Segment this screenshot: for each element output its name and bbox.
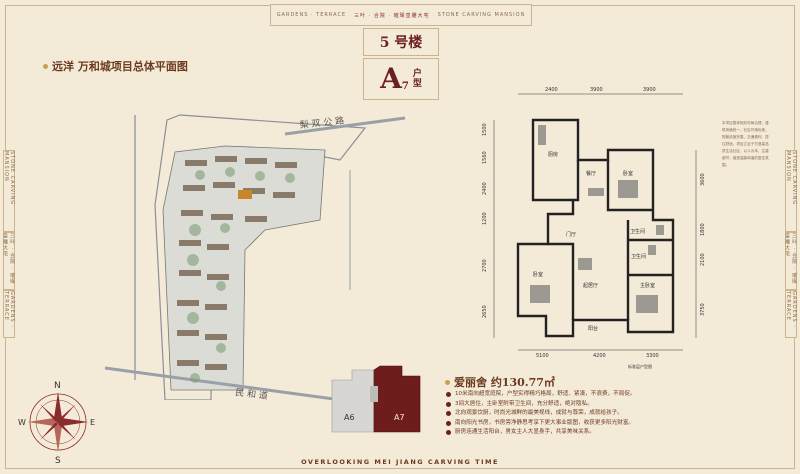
dim-left-4: 1200 <box>482 212 488 225</box>
side-tag-left-bottom: GARDENS · TERRACE <box>3 290 15 338</box>
room-balcony: 阳台 <box>588 325 598 332</box>
room-foyer: 门厅 <box>566 231 576 238</box>
dim-left-3: 2400 <box>482 182 488 195</box>
dim-right-1: 3600 <box>700 173 706 186</box>
unit-area-title-text: 爱丽舍 约130.77㎡ <box>454 376 555 389</box>
side-tag-right-top: STONE CARVING MANSION <box>785 150 797 232</box>
footer-caption: OVERLOOKING MEI JIANG CARVING TIME <box>0 458 800 466</box>
room-kitchen: 厨房 <box>548 151 558 158</box>
room-living: 起居厅 <box>583 283 598 289</box>
bullet-icon <box>445 379 450 385</box>
room-bathroom-2: 卫生间 <box>631 253 646 260</box>
key-plan-right-unit: A7 <box>394 413 405 422</box>
dim-left-2: 1560 <box>482 151 488 164</box>
dim-left-1: 1500 <box>482 123 488 136</box>
banner-left: GARDENS · TERRACE <box>276 12 347 18</box>
feature-list: 10米南向超宽庭院，户型实得精巧格局，舒适、紧凑，不浪费，不局促。 3间大居住，… <box>446 390 636 438</box>
dim-right-3: 2100 <box>700 253 706 266</box>
dim-bottom-1: 5100 <box>536 353 549 359</box>
key-plan: A6 A7 <box>331 365 421 433</box>
road-north-label: 梨 双 公 路 <box>299 114 345 131</box>
dim-bottom-2: 4200 <box>593 353 606 359</box>
compass-w-label: W <box>18 418 26 427</box>
room-bathroom-1: 卫生间 <box>630 228 645 235</box>
dim-right-4: 3750 <box>700 303 706 316</box>
footer-caption-text: OVERLOOKING MEI JIANG CARVING TIME <box>295 458 505 466</box>
unit-area-title: 爱丽舍 约130.77㎡ <box>445 374 555 390</box>
side-tag-left-top: STONE CARVING MANSION <box>3 150 15 232</box>
top-banner: GARDENS · TERRACE 三叶 · 合院 · 璀璨皇雕大宅 STONE… <box>270 4 532 26</box>
banner-center: 三叶 · 合院 · 璀璨皇雕大宅 <box>354 12 430 19</box>
key-plan-left-unit: A6 <box>344 413 355 422</box>
banner-right: STONE CARVING MANSION <box>437 12 526 18</box>
dim-top-1: 2400 <box>545 87 558 93</box>
master-plan-title: 远洋 万和城项目总体平面图 <box>43 58 188 74</box>
floor-plan-note: 标准层户型图 <box>628 363 652 369</box>
list-item: 南向阳光书房，书房旁净静思考享下更大事业版图，收获更多阳光财富。 <box>446 419 636 429</box>
dim-bottom-3: 3300 <box>646 353 659 359</box>
apartment-code: A <box>380 62 402 95</box>
site-plan: 梨 双 公 路 民 和 道 <box>104 114 406 400</box>
list-item: 北向观景饮厨，时尚光城鲜的最美视线，成就与尊荣，成就给孩子。 <box>446 409 636 419</box>
master-plan-title-text: 远洋 万和城项目总体平面图 <box>52 60 188 73</box>
room-bedroom-west: 卧室 <box>533 271 543 278</box>
room-bedroom-north: 卧室 <box>623 170 633 177</box>
apartment-sub: 7 <box>401 80 409 92</box>
side-tag-right-bottom: GARDENS · TERRACE <box>785 290 797 338</box>
room-master-bedroom: 主卧室 <box>640 282 655 289</box>
right-notes: 本项目整体规划布局合理，建筑风格统一，社区环境优美，配套设施完善，交通便利，居住… <box>722 121 769 167</box>
dim-top-2: 3900 <box>590 87 603 93</box>
room-dining: 餐厅 <box>586 170 596 177</box>
apartment-badge: A 7 户型 <box>363 58 439 100</box>
apartment-kind: 户型 <box>412 69 422 89</box>
compass-n-label: N <box>54 381 61 391</box>
dim-left-5: 2700 <box>482 259 488 272</box>
list-item: 10米南向超宽庭院，户型实得精巧格局，舒适、紧凑，不浪费，不局促。 <box>446 390 636 400</box>
compass-e-label: E <box>90 418 95 427</box>
highlighted-building-marker <box>238 190 252 199</box>
list-item: 3间大居住，主卧室附带卫生间，充分舒适，绝对隐私。 <box>446 400 636 410</box>
dim-top-3: 3900 <box>643 87 656 93</box>
bullet-icon <box>43 63 48 69</box>
compass-s-label: S <box>55 456 61 464</box>
building-label: 5 号楼 <box>363 28 439 56</box>
list-item: 厨房连通生活阳台，男女主人大显身手，共享美味关系。 <box>446 428 636 438</box>
side-tag-left-mid: 三叶 · 合院 · 璀璨皇雕大宅 <box>2 232 15 290</box>
dim-left-6: 2650 <box>482 305 488 318</box>
side-tag-right-mid: 三叶 · 合院 · 璀璨皇雕大宅 <box>784 232 797 290</box>
compass-rose: N S E W <box>18 381 95 464</box>
dim-right-2: 1800 <box>700 223 706 236</box>
floor-plan: 2400 3900 3900 5100 4200 3300 1500 1560 … <box>482 87 706 369</box>
